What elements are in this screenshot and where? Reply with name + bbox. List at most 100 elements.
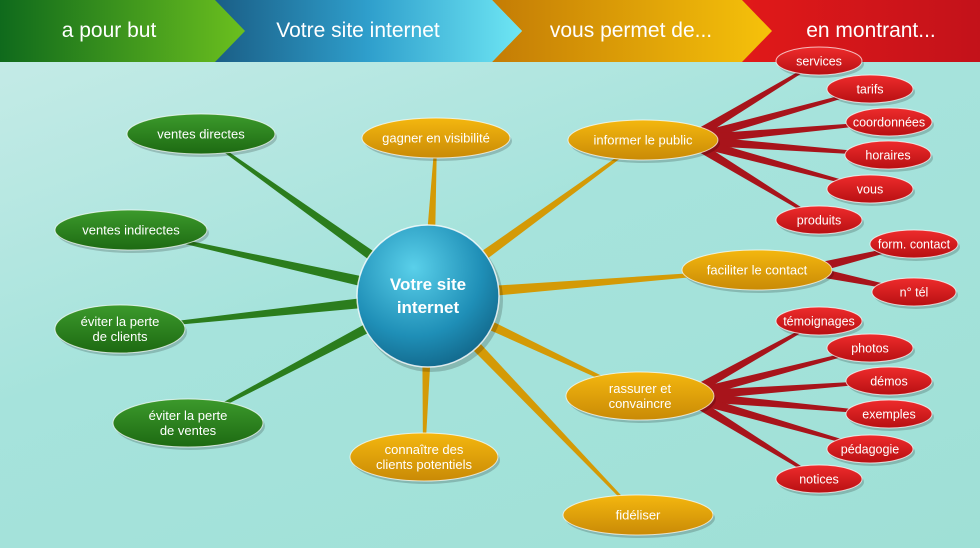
show-node-informer[interactable]: horaires xyxy=(844,140,933,172)
show-node-rassurer-shape xyxy=(845,399,933,429)
show-node-rassurer-shape xyxy=(775,464,863,494)
show-node-rassurer-label: démos xyxy=(870,375,908,389)
goal-node-label: ventes directes xyxy=(157,127,245,142)
show-node-contact[interactable]: n° tél xyxy=(871,277,958,309)
show-node-rassurer-label: photos xyxy=(851,342,889,356)
connector-informer-0 xyxy=(685,60,820,145)
goal-node-shape xyxy=(126,113,276,155)
header-segment-red xyxy=(740,0,980,62)
goal-node-label: éviter la perte xyxy=(81,314,160,329)
means-node-label: convaincre xyxy=(609,396,672,411)
show-node-rassurer-shape xyxy=(775,306,863,336)
connector-goal-1 xyxy=(130,229,430,302)
connector-rassurer-0 xyxy=(682,320,820,401)
show-node-rassurer-label: pédagogie xyxy=(841,443,899,457)
show-node-informer-label: tarifs xyxy=(856,83,883,97)
goal-node[interactable]: ventes directes xyxy=(126,113,277,157)
header-label-means: vous permet de... xyxy=(550,19,712,42)
show-node-contact-label: form. contact xyxy=(878,238,951,252)
means-node[interactable]: fidéliser xyxy=(562,494,715,538)
header-segment-blue xyxy=(215,0,522,62)
header-segment-green xyxy=(0,0,245,62)
show-node-informer[interactable]: vous xyxy=(826,174,915,206)
connector-informer-5 xyxy=(685,135,820,221)
means-node[interactable]: faciliter le contact xyxy=(681,249,834,293)
header-banner: a pour but Votre site internet vous perm… xyxy=(0,0,980,62)
show-node-rassurer[interactable]: démos xyxy=(845,366,934,398)
show-node-informer-shape xyxy=(775,46,863,76)
means-node-label: clients potentiels xyxy=(376,457,473,472)
show-node-rassurer-label: notices xyxy=(799,473,839,487)
means-node-shape xyxy=(567,119,719,161)
connector-informer-2 xyxy=(687,121,890,145)
goal-node-label: de clients xyxy=(93,329,148,344)
goal-node-shape xyxy=(54,304,186,354)
means-node-shape xyxy=(562,494,714,536)
connector-informer-4 xyxy=(686,135,871,190)
show-node-informer[interactable]: services xyxy=(775,46,864,78)
connector-rassurer-3 xyxy=(684,391,890,415)
header-label-goal: a pour but xyxy=(62,19,157,42)
connector-informer-1 xyxy=(686,88,871,145)
header-label-shows: en montrant... xyxy=(806,19,936,42)
connector-informer-3 xyxy=(687,135,889,156)
show-node-rassurer[interactable]: exemples xyxy=(845,399,934,431)
show-node-informer[interactable]: coordonnées xyxy=(845,107,934,139)
means-node-label: faciliter le contact xyxy=(707,263,808,278)
show-node-rassurer[interactable]: témoignages xyxy=(775,306,864,338)
center-node[interactable]: Votre site internet xyxy=(356,224,503,372)
means-node-shape xyxy=(361,117,511,159)
means-node-label: fidéliser xyxy=(616,508,661,523)
center-node-shape xyxy=(356,224,500,368)
means-node[interactable]: informer le public xyxy=(567,119,720,163)
show-node-rassurer-shape xyxy=(826,333,914,363)
show-node-contact[interactable]: form. contact xyxy=(869,229,960,261)
center-node-label: internet xyxy=(397,298,460,317)
show-node-informer-label: vous xyxy=(857,183,883,197)
show-node-rassurer[interactable]: pédagogie xyxy=(826,434,915,466)
show-node-rassurer-label: témoignages xyxy=(783,315,855,329)
header-segment-orange xyxy=(492,0,772,62)
show-node-informer-shape xyxy=(775,205,863,235)
connector-rassurer-1 xyxy=(683,347,871,401)
nodes: ventes directes ventes indirectes éviter l… xyxy=(54,46,960,538)
show-node-informer-label: produits xyxy=(797,214,841,228)
means-node-shape xyxy=(565,371,715,421)
show-node-rassurer-shape xyxy=(845,366,933,396)
means-node[interactable]: gagner en visibilité xyxy=(361,117,512,161)
goal-node-label: de ventes xyxy=(160,423,217,438)
show-node-informer-shape xyxy=(826,174,914,204)
header-label-site: Votre site internet xyxy=(276,19,440,42)
connector-rassurer-2 xyxy=(684,380,890,401)
show-node-rassurer-label: exemples xyxy=(862,408,916,422)
show-node-rassurer[interactable]: notices xyxy=(775,464,864,496)
show-node-rassurer-shape xyxy=(826,434,914,464)
show-node-informer[interactable]: tarifs xyxy=(826,74,915,106)
show-node-rassurer[interactable]: photos xyxy=(826,333,915,365)
means-node-shape xyxy=(681,249,833,291)
goal-node-label: ventes indirectes xyxy=(82,223,180,238)
show-node-informer-label: coordonnées xyxy=(853,116,925,130)
goal-node[interactable]: ventes indirectes xyxy=(54,209,209,253)
show-node-contact-label: n° tél xyxy=(900,286,929,300)
connector-goal-2 xyxy=(119,290,429,330)
means-node-shape xyxy=(349,432,499,482)
show-node-informer-shape xyxy=(844,140,932,170)
means-node-label: rassurer et xyxy=(609,381,672,396)
goal-node-shape xyxy=(112,398,264,448)
center-node-label: Votre site xyxy=(390,275,466,294)
connector-rassurer-5 xyxy=(682,391,820,480)
means-node-label: informer le public xyxy=(594,133,693,148)
show-node-informer-shape xyxy=(845,107,933,137)
connector-rassurer-4 xyxy=(683,391,871,450)
show-node-contact-shape xyxy=(869,229,959,259)
goal-node-shape xyxy=(54,209,208,251)
goal-node-label: éviter la perte xyxy=(149,408,228,423)
show-node-informer[interactable]: produits xyxy=(775,205,864,237)
